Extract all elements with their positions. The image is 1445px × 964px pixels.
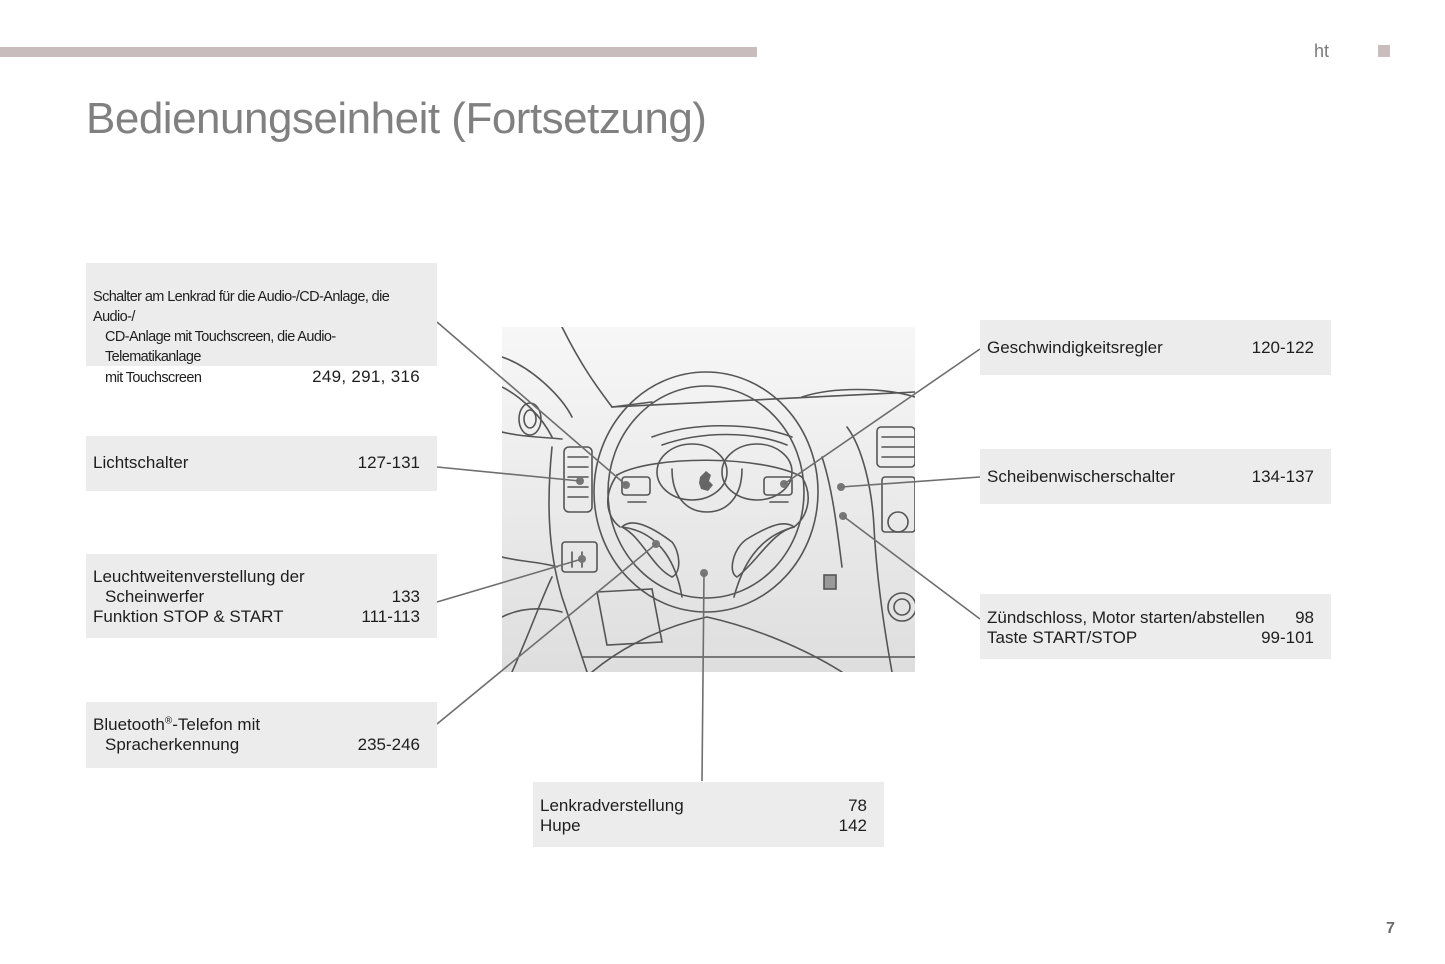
callout-label: Scheinwerfer: [105, 587, 205, 606]
callout-text: Schalter am Lenkrad für die Audio-/CD-An…: [93, 289, 390, 325]
callout-cruise-control: Geschwindigkeitsregler 120-122: [980, 320, 1331, 375]
page-reference[interactable]: 99-101: [1261, 628, 1314, 647]
callout-label: Lenkradverstellung: [540, 796, 684, 815]
callout-ignition: Zündschloss, Motor starten/abstellen 98 …: [980, 594, 1331, 659]
callout-text: CD-Anlage mit Touchscreen, die Audio-Tel…: [105, 329, 336, 365]
callout-light-switch: Lichtschalter 127-131: [86, 436, 437, 491]
peugeot-lion-logo-icon: [699, 471, 713, 491]
callout-label: Zündschloss, Motor starten/abstellen: [987, 608, 1265, 627]
page-number: 7: [1386, 920, 1395, 937]
section-marker-icon: [1378, 45, 1390, 57]
callout-text: mit Touchscreen: [105, 370, 202, 386]
page-reference[interactable]: 134-137: [1251, 467, 1314, 486]
callout-label: Leuchtweitenverstellung der: [93, 567, 305, 586]
page-reference[interactable]: 249, 291, 316: [312, 367, 420, 386]
callout-label: Geschwindigkeitsregler: [987, 338, 1163, 357]
page-reference[interactable]: 127-131: [357, 453, 420, 472]
header-accent-bar: [0, 47, 757, 57]
callout-headlamp-stop-start: Leuchtweitenverstellung der Scheinwerfer…: [86, 554, 437, 638]
callout-label: Lichtschalter: [93, 453, 189, 472]
page-reference[interactable]: 78: [848, 796, 867, 815]
callout-label: Spracherkennung: [105, 735, 240, 754]
page-reference[interactable]: 235-246: [357, 735, 420, 754]
callout-audio-switches: Schalter am Lenkrad für die Audio-/CD-An…: [86, 263, 437, 386]
page-title: Bedienungseinheit (Fortsetzung): [86, 94, 707, 143]
callout-label: Bluetooth®-Telefon mit: [93, 715, 261, 734]
callout-label: Taste START/STOP: [987, 628, 1138, 647]
page-reference[interactable]: 133: [391, 587, 420, 606]
callout-label: Funktion STOP & START: [93, 607, 284, 626]
steering-wheel-dashboard-illustration: [502, 327, 915, 672]
section-tag: ht: [1314, 41, 1330, 61]
page-reference[interactable]: 111-113: [361, 607, 420, 626]
callout-label: Hupe: [540, 816, 581, 835]
callout-steering-horn: Lenkradverstellung 78 Hupe 142: [533, 782, 884, 847]
page-reference[interactable]: 120-122: [1251, 338, 1314, 357]
callout-wiper-switch: Scheibenwischerschalter 134-137: [980, 449, 1331, 504]
callout-label: Scheibenwischerschalter: [987, 467, 1176, 486]
page-reference[interactable]: 142: [838, 816, 867, 835]
page-reference[interactable]: 98: [1295, 608, 1314, 627]
callout-bluetooth: Bluetooth®-Telefon mit Spracherkennung 2…: [86, 702, 437, 768]
